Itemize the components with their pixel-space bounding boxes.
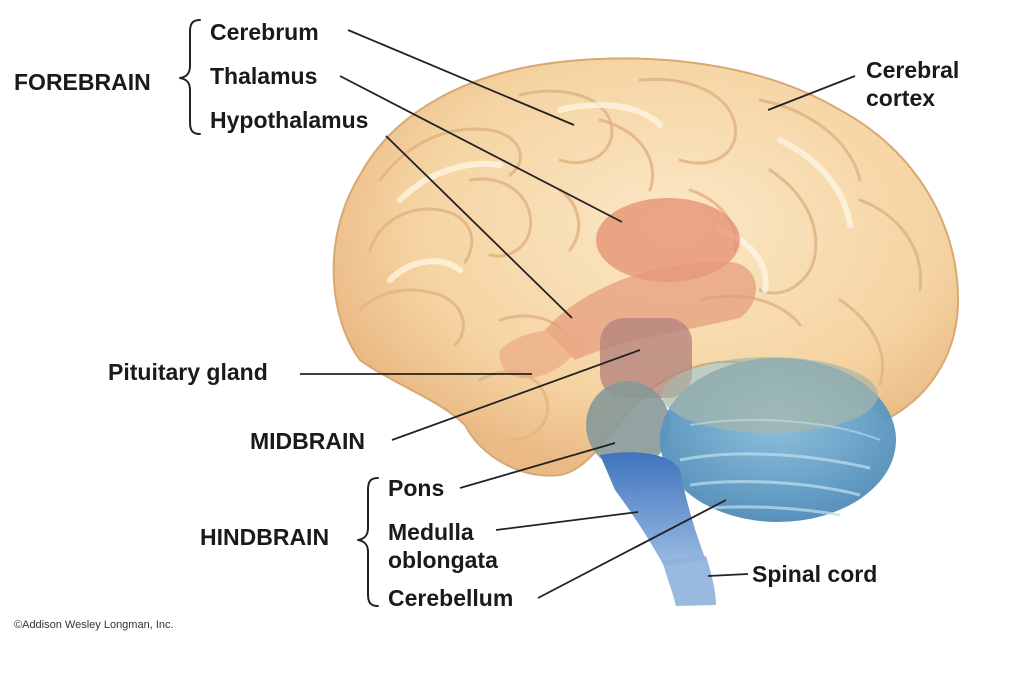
label-forebrain: FOREBRAIN: [14, 69, 151, 95]
label-medulla-line1: Medulla: [388, 519, 474, 545]
leader-pons: [459, 442, 616, 489]
label-cerebrum: Cerebrum: [210, 19, 319, 45]
label-thalamus: Thalamus: [210, 63, 317, 89]
leader-midbrain: [391, 349, 641, 441]
cerebellum-folia: [679, 419, 881, 517]
label-medulla-line2: oblongata: [388, 547, 498, 573]
pons-shape: [586, 381, 670, 469]
cerebellum-overlap: [662, 357, 878, 433]
leader-hypothalamus: [385, 135, 573, 319]
brain-illustration: [332, 57, 960, 606]
midbrain-shape: [600, 318, 692, 398]
label-spinal-cord: Spinal cord: [752, 561, 877, 587]
spinal-cord-shape: [662, 556, 716, 606]
leader-cerebral-cortex: [767, 75, 856, 111]
label-pons: Pons: [388, 475, 444, 501]
hypothalamus-shape: [545, 261, 757, 360]
label-pituitary-gland: Pituitary gland: [108, 359, 268, 385]
label-midbrain: MIDBRAIN: [250, 428, 365, 454]
label-cerebral-cortex-line1: Cerebral: [866, 57, 959, 83]
label-hypothalamus: Hypothalamus: [210, 107, 368, 133]
leader-cerebellum: [537, 499, 727, 599]
leader-lines: [300, 29, 856, 599]
thalamus-shape: [596, 198, 740, 282]
copyright-credit: ©Addison Wesley Longman, Inc.: [14, 619, 174, 631]
medulla-shape: [600, 452, 706, 566]
label-cerebral-cortex-line2: cortex: [866, 85, 935, 111]
label-cerebellum: Cerebellum: [388, 585, 513, 611]
leader-thalamus: [339, 75, 623, 223]
hindbrain-brace: [357, 477, 379, 607]
leader-medulla: [495, 511, 639, 531]
leader-cerebrum: [347, 29, 575, 126]
label-hindbrain: HINDBRAIN: [200, 524, 329, 550]
pituitary-shape: [499, 330, 585, 379]
forebrain-brace: [179, 19, 201, 135]
leader-spinal-cord: [707, 573, 749, 577]
